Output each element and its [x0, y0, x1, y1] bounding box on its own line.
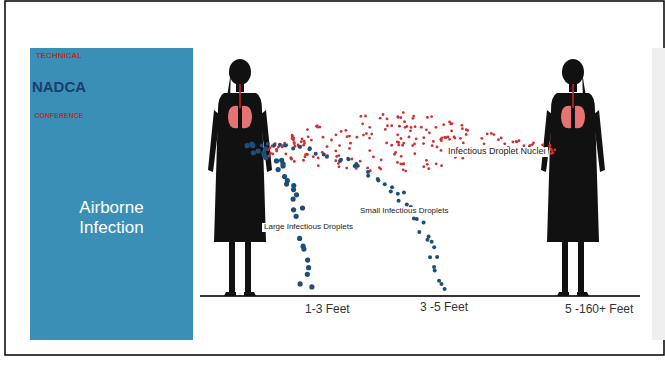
person-silhouette [541, 59, 605, 296]
distance-label: 3 -5 Feet [418, 301, 470, 314]
slide-border [5, 1, 664, 355]
logo-text: TECHNICAL [30, 51, 88, 61]
lungs [561, 84, 585, 128]
ground-line [200, 295, 640, 297]
logo-text: CONFERENCE [30, 112, 88, 120]
logo-text: NADCA [30, 78, 88, 96]
side-panel [652, 48, 665, 340]
logo-badge: TECHNICAL NADCA CONFERENCE [30, 48, 88, 128]
distance-label: 5 -160+ Feet [563, 303, 635, 316]
distance-label: 1-3 Feet [303, 303, 352, 316]
lungs [228, 84, 252, 128]
droplets [245, 111, 557, 291]
panel-title: Airborne Infection [57, 198, 167, 239]
logo-globe [30, 48, 88, 128]
droplet-label: Infectious Droplet Nuclei [446, 147, 548, 157]
person-silhouette [208, 59, 272, 296]
droplet-label: Large Infectious Droplets [262, 223, 355, 232]
droplet-label: Small Infectious Droplets [358, 207, 450, 216]
